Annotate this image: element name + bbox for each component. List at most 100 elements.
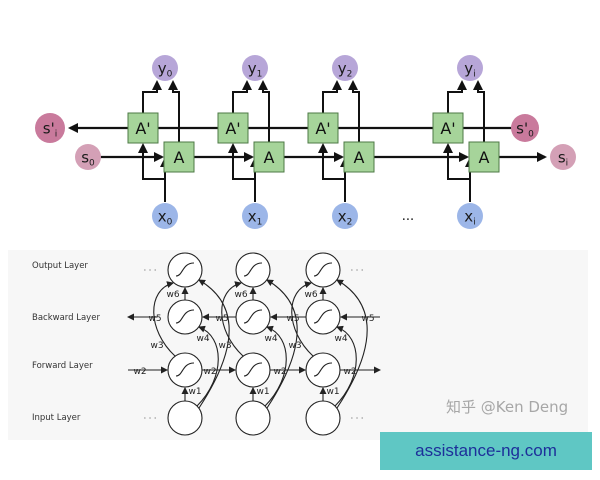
state-node-label: si — [558, 148, 568, 168]
forward-cell — [163, 141, 195, 173]
forward-cell — [468, 141, 500, 173]
site-badge[interactable]: assistance-ng.com — [380, 432, 592, 470]
backward-neuron — [235, 299, 271, 335]
state-node-right-back — [511, 114, 539, 142]
weight-label: w2 — [343, 367, 356, 377]
state-node-right-fwd — [550, 144, 576, 170]
backward-cell-label: A' — [315, 119, 330, 138]
weight-label: w2 — [273, 367, 286, 377]
input-to-backward-arrow — [228, 143, 256, 192]
input-node-label: x1 — [248, 207, 263, 227]
backward-neuron — [167, 299, 203, 335]
watermark: 知乎 @Ken Deng — [446, 398, 569, 416]
edge-w3 — [291, 281, 314, 357]
input-neuron — [305, 400, 341, 436]
forward-neuron — [235, 352, 271, 388]
backward-output-arrow — [322, 80, 342, 113]
backward-cell-label: A' — [225, 119, 240, 138]
weight-label: w1 — [256, 387, 269, 397]
output-node — [457, 55, 483, 81]
output-node — [242, 55, 268, 81]
layer-label: Output Layer — [32, 261, 88, 271]
backward-output-arrow — [142, 80, 162, 113]
forward-neuron — [167, 352, 203, 388]
input-node — [242, 203, 268, 229]
backward-cell — [432, 112, 464, 144]
backward-output-arrow — [232, 80, 252, 113]
sigmoid-icon — [175, 262, 195, 277]
row-dots: · · · — [351, 414, 364, 423]
weight-label: w3 — [288, 341, 301, 351]
weight-label: w3 — [218, 341, 231, 351]
weight-label: w6 — [234, 290, 247, 300]
state-node-label: s'i — [43, 119, 57, 139]
input-to-backward-arrow — [318, 143, 346, 192]
row-dots: · · · — [351, 266, 364, 275]
output-node-label: y0 — [158, 59, 173, 79]
forward-output-arrow — [168, 80, 180, 142]
input-to-backward-arrow — [443, 143, 471, 192]
input-node-label: x0 — [158, 207, 173, 227]
sigmoid-icon — [243, 262, 263, 277]
backward-cell-label: A' — [440, 119, 455, 138]
weight-label: w2 — [133, 367, 146, 377]
forward-output-arrow — [258, 80, 270, 142]
weight-label: w4 — [334, 334, 347, 344]
forward-output-arrow — [348, 80, 360, 142]
forward-cell-label: A — [174, 148, 185, 167]
forward-cell — [343, 141, 375, 173]
backward-cell — [217, 112, 249, 144]
sigmoid-icon — [313, 262, 333, 277]
output-node — [152, 55, 178, 81]
weight-label: w6 — [304, 290, 317, 300]
input-node — [457, 203, 483, 229]
output-node-label: y1 — [248, 59, 263, 79]
state-node-label: s'0 — [516, 119, 534, 139]
input-node — [152, 203, 178, 229]
edge-skip — [198, 279, 230, 409]
forward-output-arrow — [473, 80, 485, 142]
forward-cell-label: A — [264, 148, 275, 167]
sigmoid-icon — [243, 309, 263, 324]
ellipsis: ... — [402, 209, 414, 224]
output-node — [332, 55, 358, 81]
weight-label: w5 — [148, 314, 161, 324]
sigmoid-icon — [175, 362, 195, 377]
backward-output-arrow — [447, 80, 467, 113]
edge-w4 — [196, 325, 219, 407]
forward-cell-label: A — [479, 148, 490, 167]
input-neuron — [235, 400, 271, 436]
sigmoid-icon — [313, 309, 333, 324]
weight-label: w3 — [150, 341, 163, 351]
backward-neuron — [305, 299, 341, 335]
forward-neuron — [305, 352, 341, 388]
state-node-left-fwd — [75, 144, 101, 170]
output-neuron — [305, 252, 341, 288]
weight-label: w6 — [166, 290, 179, 300]
input-node-label: xi — [464, 207, 475, 227]
layer-label: Forward Layer — [32, 361, 93, 371]
edge-skip — [266, 279, 298, 409]
edge-w4 — [264, 325, 287, 407]
backward-cell — [127, 112, 159, 144]
edge-w3 — [221, 281, 244, 357]
sigmoid-icon — [313, 362, 333, 377]
layer-label: Backward Layer — [32, 313, 100, 323]
row-dots: · · · — [144, 414, 157, 423]
weight-label: w5 — [286, 314, 299, 324]
state-node-left-back — [35, 113, 65, 143]
input-neuron — [167, 400, 203, 436]
sigmoid-icon — [243, 362, 263, 377]
forward-cell — [253, 141, 285, 173]
input-to-backward-arrow — [138, 143, 166, 192]
forward-cell-label: A — [354, 148, 365, 167]
output-neuron — [235, 252, 271, 288]
sigmoid-icon — [175, 309, 195, 324]
unrolled-network: A'Ay0x0A'Ay1x1A'Ay2x2A'Ayixis'is0s'0si..… — [35, 55, 576, 229]
weight-label: w4 — [264, 334, 277, 344]
edge-skip — [336, 279, 368, 409]
weight-label: w1 — [188, 387, 201, 397]
